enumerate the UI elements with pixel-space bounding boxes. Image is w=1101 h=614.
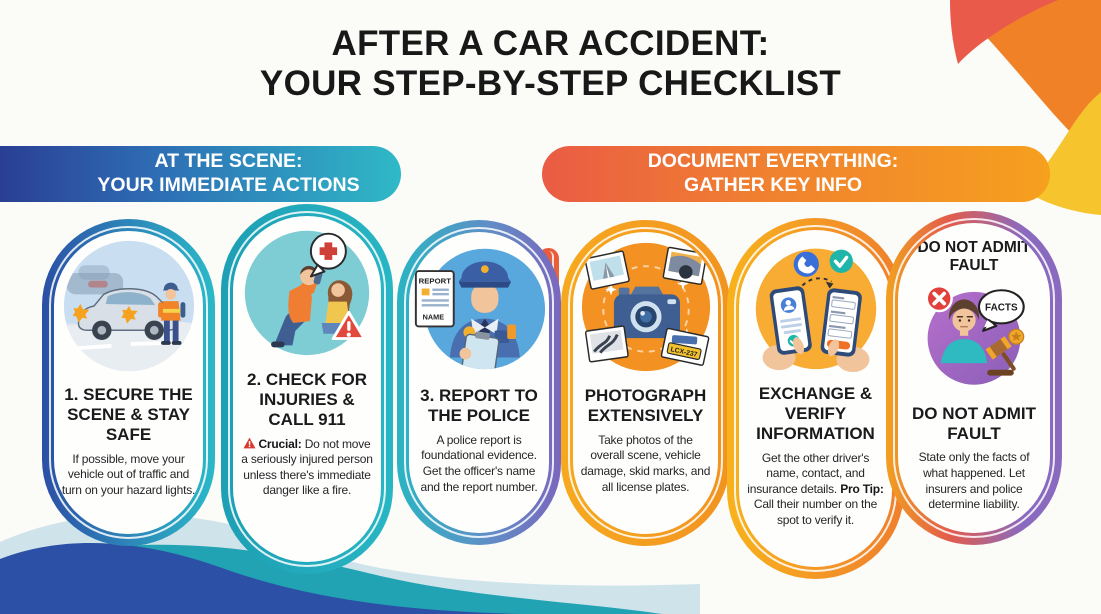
phone-call-icon [793, 251, 819, 277]
bottom-left-wave-decoration [0, 514, 700, 614]
card-header-text: DO NOT ADMIT FAULT [917, 239, 1031, 274]
section-header-at-the-scene: AT THE SCENE: YOUR IMMEDIATE ACTIONS [0, 146, 401, 202]
verified-check-icon [829, 249, 853, 273]
step-card-exchange-info: EXCHANGE & VERIFY INFORMATION Get the ot… [727, 218, 904, 579]
step-card-check-injuries: 2. CHECK FOR INJURIES & CALL 911 Crucial… [221, 204, 393, 574]
camera-icon [613, 286, 680, 339]
card-body: Crucial: Do not move a seriously injured… [240, 437, 374, 499]
section2-line2: GATHER KEY INFO [683, 174, 863, 196]
pro-tip-text: Call their number on the spot to verify … [753, 497, 878, 527]
card-title: PHOTOGRAPH EXTENSIVELY [584, 386, 707, 425]
gavel-icon [985, 335, 1016, 376]
facts-text: FACTS [985, 302, 1018, 313]
card-body: A police report is foundational evidence… [420, 432, 538, 494]
card-title: EXCHANGE & VERIFY INFORMATION [756, 384, 875, 443]
caller-figure [271, 265, 323, 348]
name-label: NAME [423, 313, 445, 322]
page-title-line2: YOUR STEP-BY-STEP CHECKLIST [259, 63, 842, 103]
card-body-text: Do not move a seriously injured person u… [241, 436, 373, 498]
photo-license-plate: LCX-237 [660, 327, 709, 366]
report-label: REPORT [419, 277, 452, 286]
phone-info-form [820, 288, 862, 357]
card-title: DO NOT ADMIT FAULT [911, 403, 1037, 443]
card-body-emphasis: Crucial: [258, 436, 302, 451]
warning-triangle-inline-icon [243, 437, 256, 449]
section1-line1: AT THE SCENE: [154, 150, 303, 173]
card-title: 2. CHECK FOR INJURIES & CALL 911 [247, 370, 367, 429]
section-header-document-everything: DOCUMENT EVERYTHING: GATHER KEY INFO [542, 146, 1050, 202]
step-card-photograph: LCX-237 PHOTOGRAPH EXTENSIVELY Take phot… [561, 220, 730, 546]
facts-speech-bubble: FACTS [977, 288, 1025, 332]
card-body: State only the facts of what happened. L… [918, 450, 1030, 512]
card-body: Get the other driver's name, contact, an… [746, 451, 885, 529]
step-card-do-not-admit-fault: DO NOT ADMIT FAULT [886, 211, 1062, 545]
no-x-icon [925, 284, 953, 312]
report-document: REPORT NAME [414, 270, 455, 328]
card-title: 1. SECURE THE SCENE & STAY SAFE [64, 385, 193, 444]
photo-road-scene [584, 250, 630, 290]
photo-skid-marks [584, 325, 629, 363]
sheriff-badge-icon [1008, 328, 1025, 345]
photo-car-damage [662, 246, 707, 285]
pro-tip-label: Pro Tip: [840, 481, 884, 496]
hazard-flash-icon [72, 304, 138, 324]
person-figure [940, 298, 988, 363]
facts-gavel-illustration: FACTS [916, 277, 1032, 393]
card-header: DO NOT ADMIT FAULT [904, 239, 1044, 275]
dashed-arrow [801, 277, 832, 287]
car-hazard-illustration [61, 238, 197, 374]
phone-contact-card [769, 286, 812, 355]
section1-line2: YOUR IMMEDIATE ACTIONS [97, 174, 360, 196]
police-report-illustration: REPORT NAME [411, 239, 547, 375]
step-card-secure-scene: 1. SECURE THE SCENE & STAY SAFE If possi… [42, 219, 215, 546]
call-911-illustration [239, 223, 375, 359]
safety-worker [157, 282, 185, 345]
page-title-line1: AFTER A CAR ACCIDENT: [331, 24, 770, 63]
exchange-phones-illustration [748, 237, 884, 373]
camera-photos-illustration: LCX-237 [578, 239, 714, 375]
page-title: AFTER A CAR ACCIDENT: YOUR STEP-BY-STEP … [0, 24, 1101, 103]
card-body-text: Get the other driver's name, contact, an… [747, 450, 870, 496]
warning-triangle-icon [331, 310, 366, 341]
medical-cross-bubble-icon [309, 232, 347, 278]
step-card-report-police: REPORT NAME 3. REPORT TO THE POLICE A po… [397, 220, 561, 545]
police-officer [449, 261, 520, 370]
cap-badge-icon [480, 265, 489, 273]
card-body: Take photos of the overall scene, vehicl… [580, 432, 711, 494]
card-body: If possible, move your vehicle out of tr… [61, 451, 196, 497]
card-title: 3. REPORT TO THE POLICE [420, 386, 538, 425]
injured-person-figure [321, 280, 355, 334]
section2-line1: DOCUMENT EVERYTHING: [647, 150, 899, 173]
